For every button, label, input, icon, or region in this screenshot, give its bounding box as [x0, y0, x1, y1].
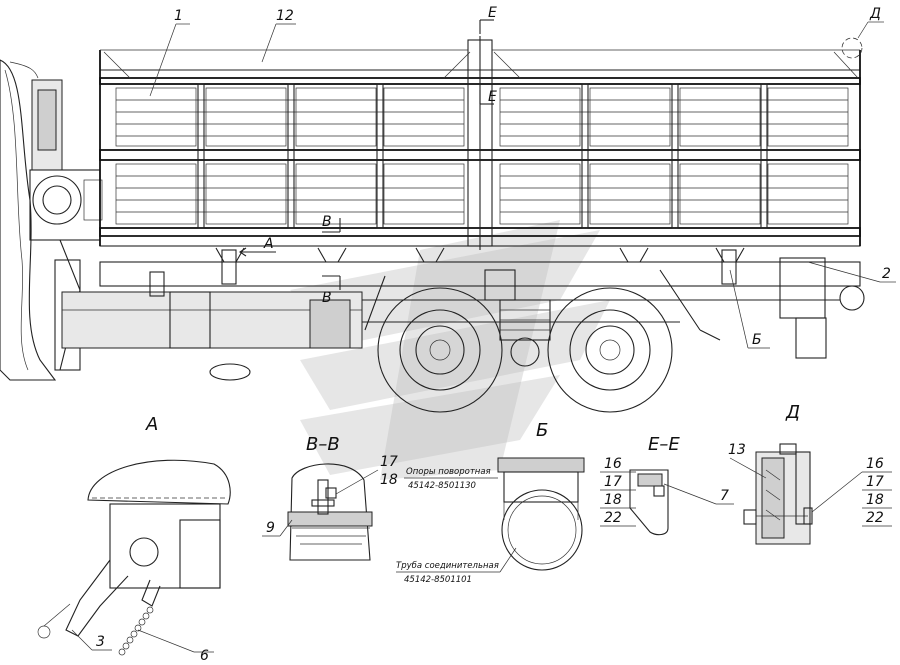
view-b-title: Б — [536, 420, 548, 441]
leader-pipe-tip — [499, 547, 517, 573]
view-d-title: Д — [785, 402, 800, 423]
callout-d-16: 16 — [866, 456, 884, 472]
callout-vv-18: 18 — [380, 472, 398, 488]
callout-9: 9 — [266, 520, 275, 536]
callout-ee-18: 18 — [604, 492, 622, 508]
callout-2: 2 — [882, 266, 891, 282]
section-v-bottom-label: В — [322, 290, 332, 306]
chain-icon — [118, 606, 154, 656]
callout-d-18: 18 — [866, 492, 884, 508]
leaf-spring — [484, 269, 551, 367]
leader-7 — [663, 483, 717, 505]
leader-d-stack — [811, 471, 892, 527]
leader-b — [729, 269, 749, 349]
cargo-body — [99, 36, 861, 250]
section-e-top-label: Е — [488, 5, 497, 21]
leader-d — [857, 21, 869, 39]
upper-panels — [115, 87, 849, 147]
callout-6: 6 — [200, 648, 209, 664]
lower-panels — [115, 163, 849, 225]
note-support-line2: 45142-8501130 — [408, 481, 476, 491]
view-vv-detail — [287, 463, 373, 561]
rear-wheel-right — [547, 287, 673, 413]
view-vv-title: В–В — [306, 434, 340, 455]
plough-blade — [0, 59, 57, 381]
callout-ee-17: 17 — [604, 474, 622, 490]
body-stakes — [100, 49, 860, 229]
leader-vv-17 — [335, 469, 379, 495]
view-b-marker-label: Б — [752, 332, 762, 348]
view-a-title: А — [145, 414, 158, 435]
callout-ee-16: 16 — [604, 456, 622, 472]
note-support-line1: Опоры поворотная — [406, 467, 491, 477]
view-arrow-a — [239, 247, 276, 257]
leader-2 — [807, 261, 881, 283]
callout-13: 13 — [728, 442, 746, 458]
callout-1: 1 — [174, 8, 183, 24]
callout-vv-17: 17 — [380, 454, 398, 470]
callout-3: 3 — [96, 634, 105, 650]
callout-ee-22: 22 — [604, 510, 622, 526]
front-mount — [29, 79, 103, 371]
view-b-detail — [497, 457, 585, 571]
section-v-top-label: В — [322, 214, 332, 230]
section-line-v — [322, 218, 341, 290]
section-e-bottom-label: Е — [488, 89, 497, 105]
rear-wheel-left — [377, 287, 503, 413]
leader-ee-stack — [600, 471, 636, 527]
leader-13 — [729, 457, 767, 479]
view-d-detail — [743, 443, 813, 545]
view-ee-title: Е–Е — [648, 434, 680, 455]
leader-6 — [137, 629, 195, 653]
section-line-e — [479, 19, 494, 105]
view-ee-detail — [629, 469, 669, 536]
detail-d-circle — [841, 37, 863, 59]
leader-3 — [71, 629, 93, 651]
detail-d-marker-label: Д — [869, 6, 881, 22]
callout-d-17: 17 — [866, 474, 884, 490]
callout-7: 7 — [720, 488, 729, 504]
callout-d-22: 22 — [866, 510, 884, 526]
chassis-frame — [61, 257, 865, 381]
note-pipe-line2: 45142-8501101 — [404, 575, 472, 585]
leader-9 — [279, 519, 293, 537]
callout-12: 12 — [276, 8, 294, 24]
under-struts — [364, 269, 721, 341]
view-a-detail — [37, 459, 231, 656]
leader-1 — [149, 23, 177, 97]
note-pipe-line1: Труба соединительная — [396, 561, 499, 571]
leader-12 — [261, 23, 277, 63]
view-a-marker-label: А — [263, 236, 274, 252]
